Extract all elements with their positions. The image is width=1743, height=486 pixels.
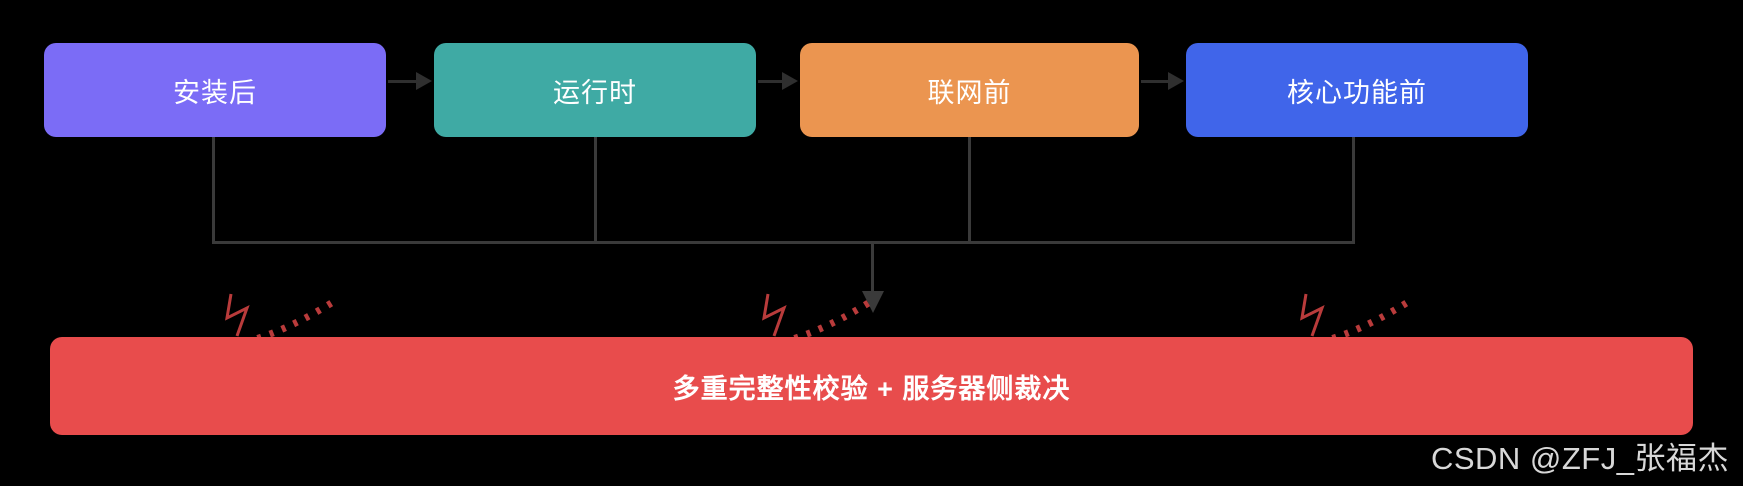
flow-stage-box-1[interactable]: 安装后 bbox=[44, 43, 386, 137]
arrow-head bbox=[782, 72, 798, 90]
flow-stage-box-3[interactable]: 联网前 bbox=[800, 43, 1139, 137]
drop-line-stage4 bbox=[1352, 137, 1355, 243]
arrow-head bbox=[416, 72, 432, 90]
flow-stage-label-4: 核心功能前 bbox=[1287, 77, 1427, 108]
watermark-text: CSDN @ZFJ_张福杰 bbox=[1430, 441, 1729, 476]
flow-stage-box-4[interactable]: 核心功能前 bbox=[1186, 43, 1528, 137]
arrow-shaft bbox=[1141, 79, 1168, 83]
connector-bus-line bbox=[212, 241, 1355, 244]
trunk-arrow-head-icon bbox=[862, 291, 884, 313]
arrow-stage3-to-stage4-icon bbox=[1141, 71, 1184, 91]
drop-line-stage2 bbox=[594, 137, 597, 243]
arrow-shaft bbox=[388, 79, 416, 83]
flow-stage-box-2[interactable]: 运行时 bbox=[434, 43, 756, 137]
summary-bar[interactable]: 多重完整性校验 + 服务器侧裁决 bbox=[50, 337, 1693, 435]
arrow-stage1-to-stage2-icon bbox=[388, 71, 432, 91]
flow-stage-label-3: 联网前 bbox=[927, 77, 1012, 108]
summary-bar-label: 多重完整性校验 + 服务器侧裁决 bbox=[672, 373, 1071, 404]
arrow-stage2-to-stage3-icon bbox=[758, 71, 798, 91]
drop-line-stage1 bbox=[212, 137, 215, 243]
trunk-line-to-summary bbox=[871, 241, 874, 297]
arrow-head bbox=[1168, 72, 1184, 90]
arrow-shaft bbox=[758, 79, 782, 83]
drop-line-stage3 bbox=[968, 137, 971, 243]
flow-stage-label-2: 运行时 bbox=[553, 77, 637, 108]
flow-stage-label-1: 安装后 bbox=[173, 77, 257, 108]
